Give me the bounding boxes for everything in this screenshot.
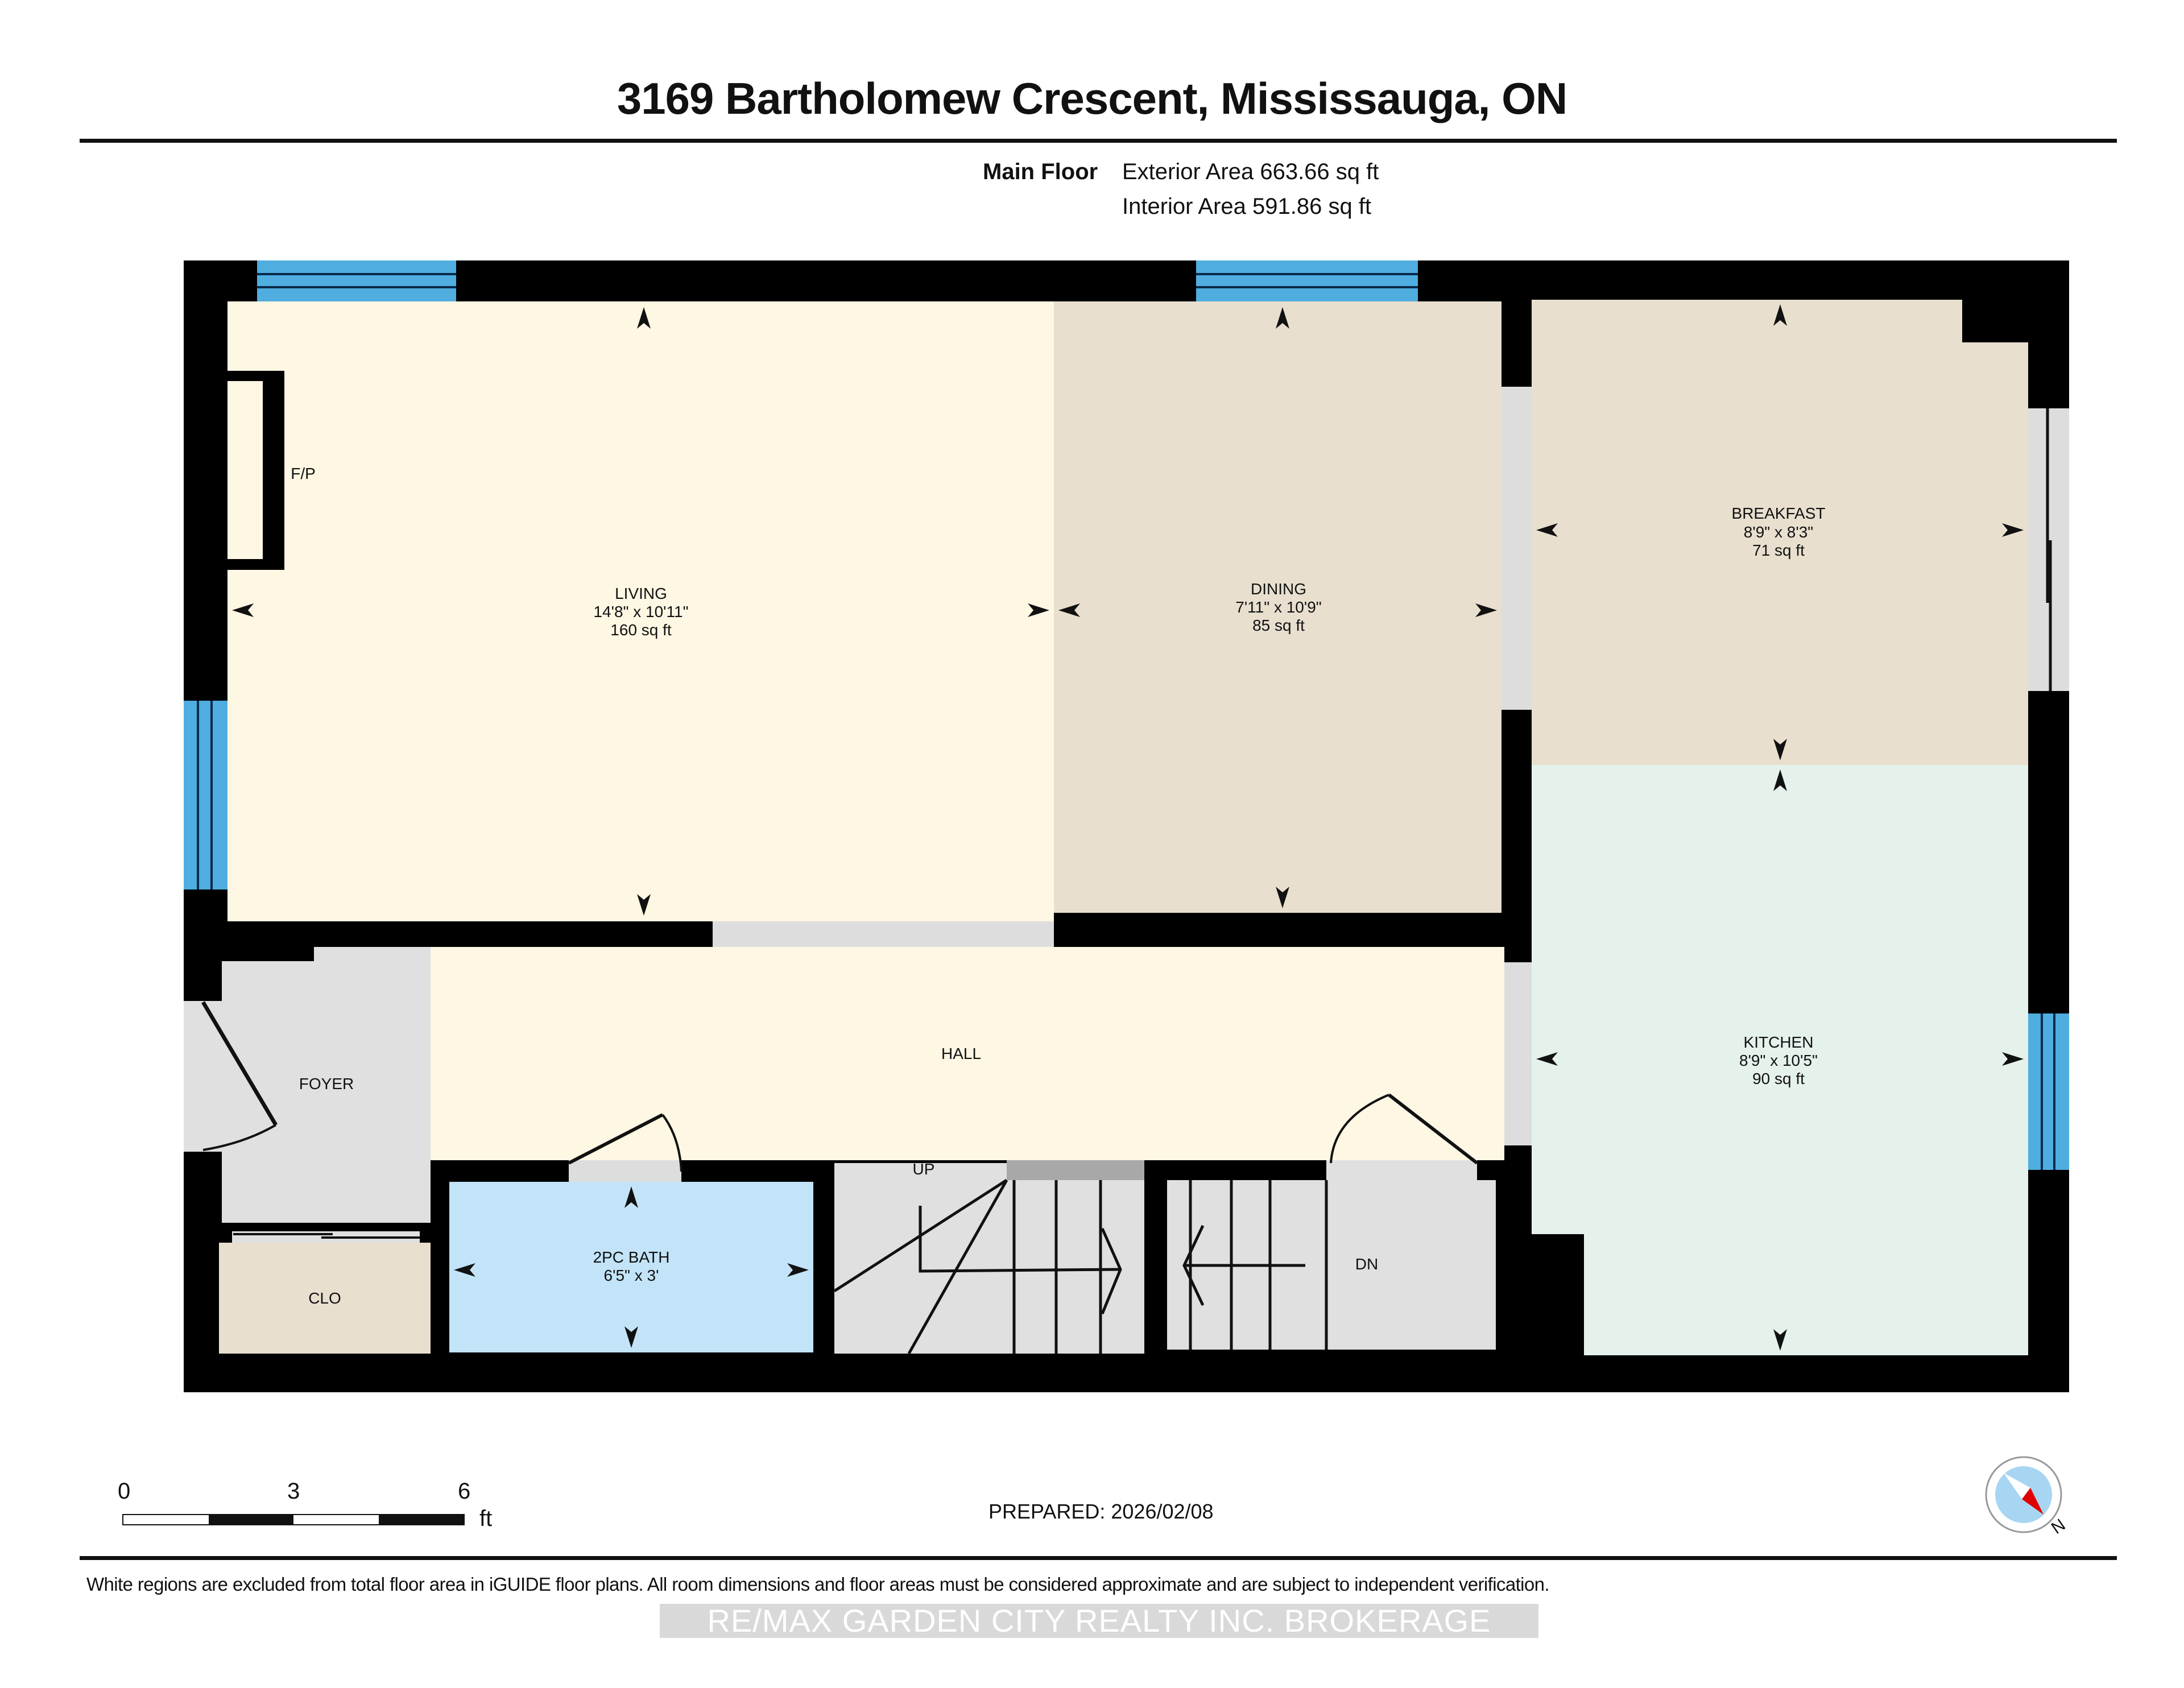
closet-label: CLO [308, 1289, 341, 1307]
bath-dims: 6'5" x 3' [604, 1267, 659, 1284]
living-label: LIVING [615, 585, 667, 602]
opening-living-hall [713, 921, 1054, 947]
breakfast-area: 71 sq ft [1752, 541, 1805, 559]
exterior-area: Exterior Area 663.66 sq ft [1122, 159, 1379, 184]
room-foyer[interactable] [222, 947, 431, 1223]
scale-unit: ft [479, 1506, 493, 1531]
opening-dining-breakfast [1502, 387, 1532, 710]
opening-hall-kitchen [1504, 962, 1532, 1145]
entry-door[interactable] [201, 1001, 278, 1151]
window-top-living [257, 260, 456, 301]
scale-bar-graphic [122, 1514, 465, 1525]
kitchen-area: 90 sq ft [1752, 1070, 1805, 1087]
bath-door[interactable] [568, 1113, 682, 1182]
kitchen-label: KITCHEN [1744, 1033, 1814, 1051]
window-right-kitchen [2028, 1013, 2069, 1170]
brokerage-watermark: RE/MAX GARDEN CITY REALTY INC. BROKERAGE [660, 1604, 1538, 1638]
dining-label: DINING [1251, 580, 1306, 598]
stairs-up-treads [833, 1178, 1122, 1355]
dining-dims: 7'11" x 10'9" [1235, 598, 1321, 616]
stairs-down-treads [1182, 1180, 1328, 1350]
title-divider [80, 139, 2117, 143]
kitchen-dims: 8'9" x 10'5" [1739, 1052, 1818, 1069]
floor-name: Main Floor [983, 159, 1098, 184]
compass-icon: N [1985, 1456, 2069, 1538]
window-top-dining [1196, 260, 1418, 301]
breakfast-label: BREAKFAST [1732, 504, 1826, 522]
living-area: 160 sq ft [610, 621, 672, 639]
scale-tick-6: 6 [458, 1479, 471, 1504]
room-bath[interactable] [449, 1182, 813, 1352]
stairs-up-label: UP [913, 1160, 935, 1178]
room-hall[interactable] [431, 947, 1504, 1160]
footer-divider [80, 1556, 2117, 1560]
foyer-label: FOYER [299, 1075, 354, 1093]
disclaimer-text: White regions are excluded from total fl… [86, 1574, 1550, 1595]
basement-door[interactable] [1330, 1093, 1478, 1165]
living-dims: 14'8" x 10'11" [593, 603, 688, 620]
page-title: 3169 Bartholomew Crescent, Mississauga, … [617, 73, 1567, 123]
sliding-door-breakfast [2028, 408, 2069, 691]
dimension-arrows [232, 304, 2024, 1351]
room-living[interactable] [228, 301, 1054, 921]
interior-area: Interior Area 591.86 sq ft [1122, 194, 1372, 219]
dining-area: 85 sq ft [1252, 617, 1305, 634]
scale-tick-3: 3 [287, 1479, 300, 1504]
window-left-living [184, 701, 228, 889]
scale-tick-0: 0 [118, 1479, 131, 1504]
fireplace-label: F/P [291, 465, 316, 482]
stairs-railing [1007, 1160, 1144, 1180]
breakfast-dims: 8'9" x 8'3" [1744, 523, 1813, 541]
hall-label: HALL [941, 1045, 981, 1062]
bath-label: 2PC BATH [593, 1248, 670, 1266]
stairs-down-landing [1326, 1160, 1477, 1180]
fireplace [228, 371, 284, 570]
room-kitchen[interactable] [1532, 765, 2028, 1355]
room-closet[interactable] [219, 1243, 431, 1354]
room-breakfast[interactable] [1532, 300, 2028, 765]
prepared-date: PREPARED: 2026/02/08 [988, 1500, 1214, 1523]
stairs-down-label: DN [1355, 1255, 1378, 1273]
room-dining[interactable] [1054, 301, 1502, 913]
